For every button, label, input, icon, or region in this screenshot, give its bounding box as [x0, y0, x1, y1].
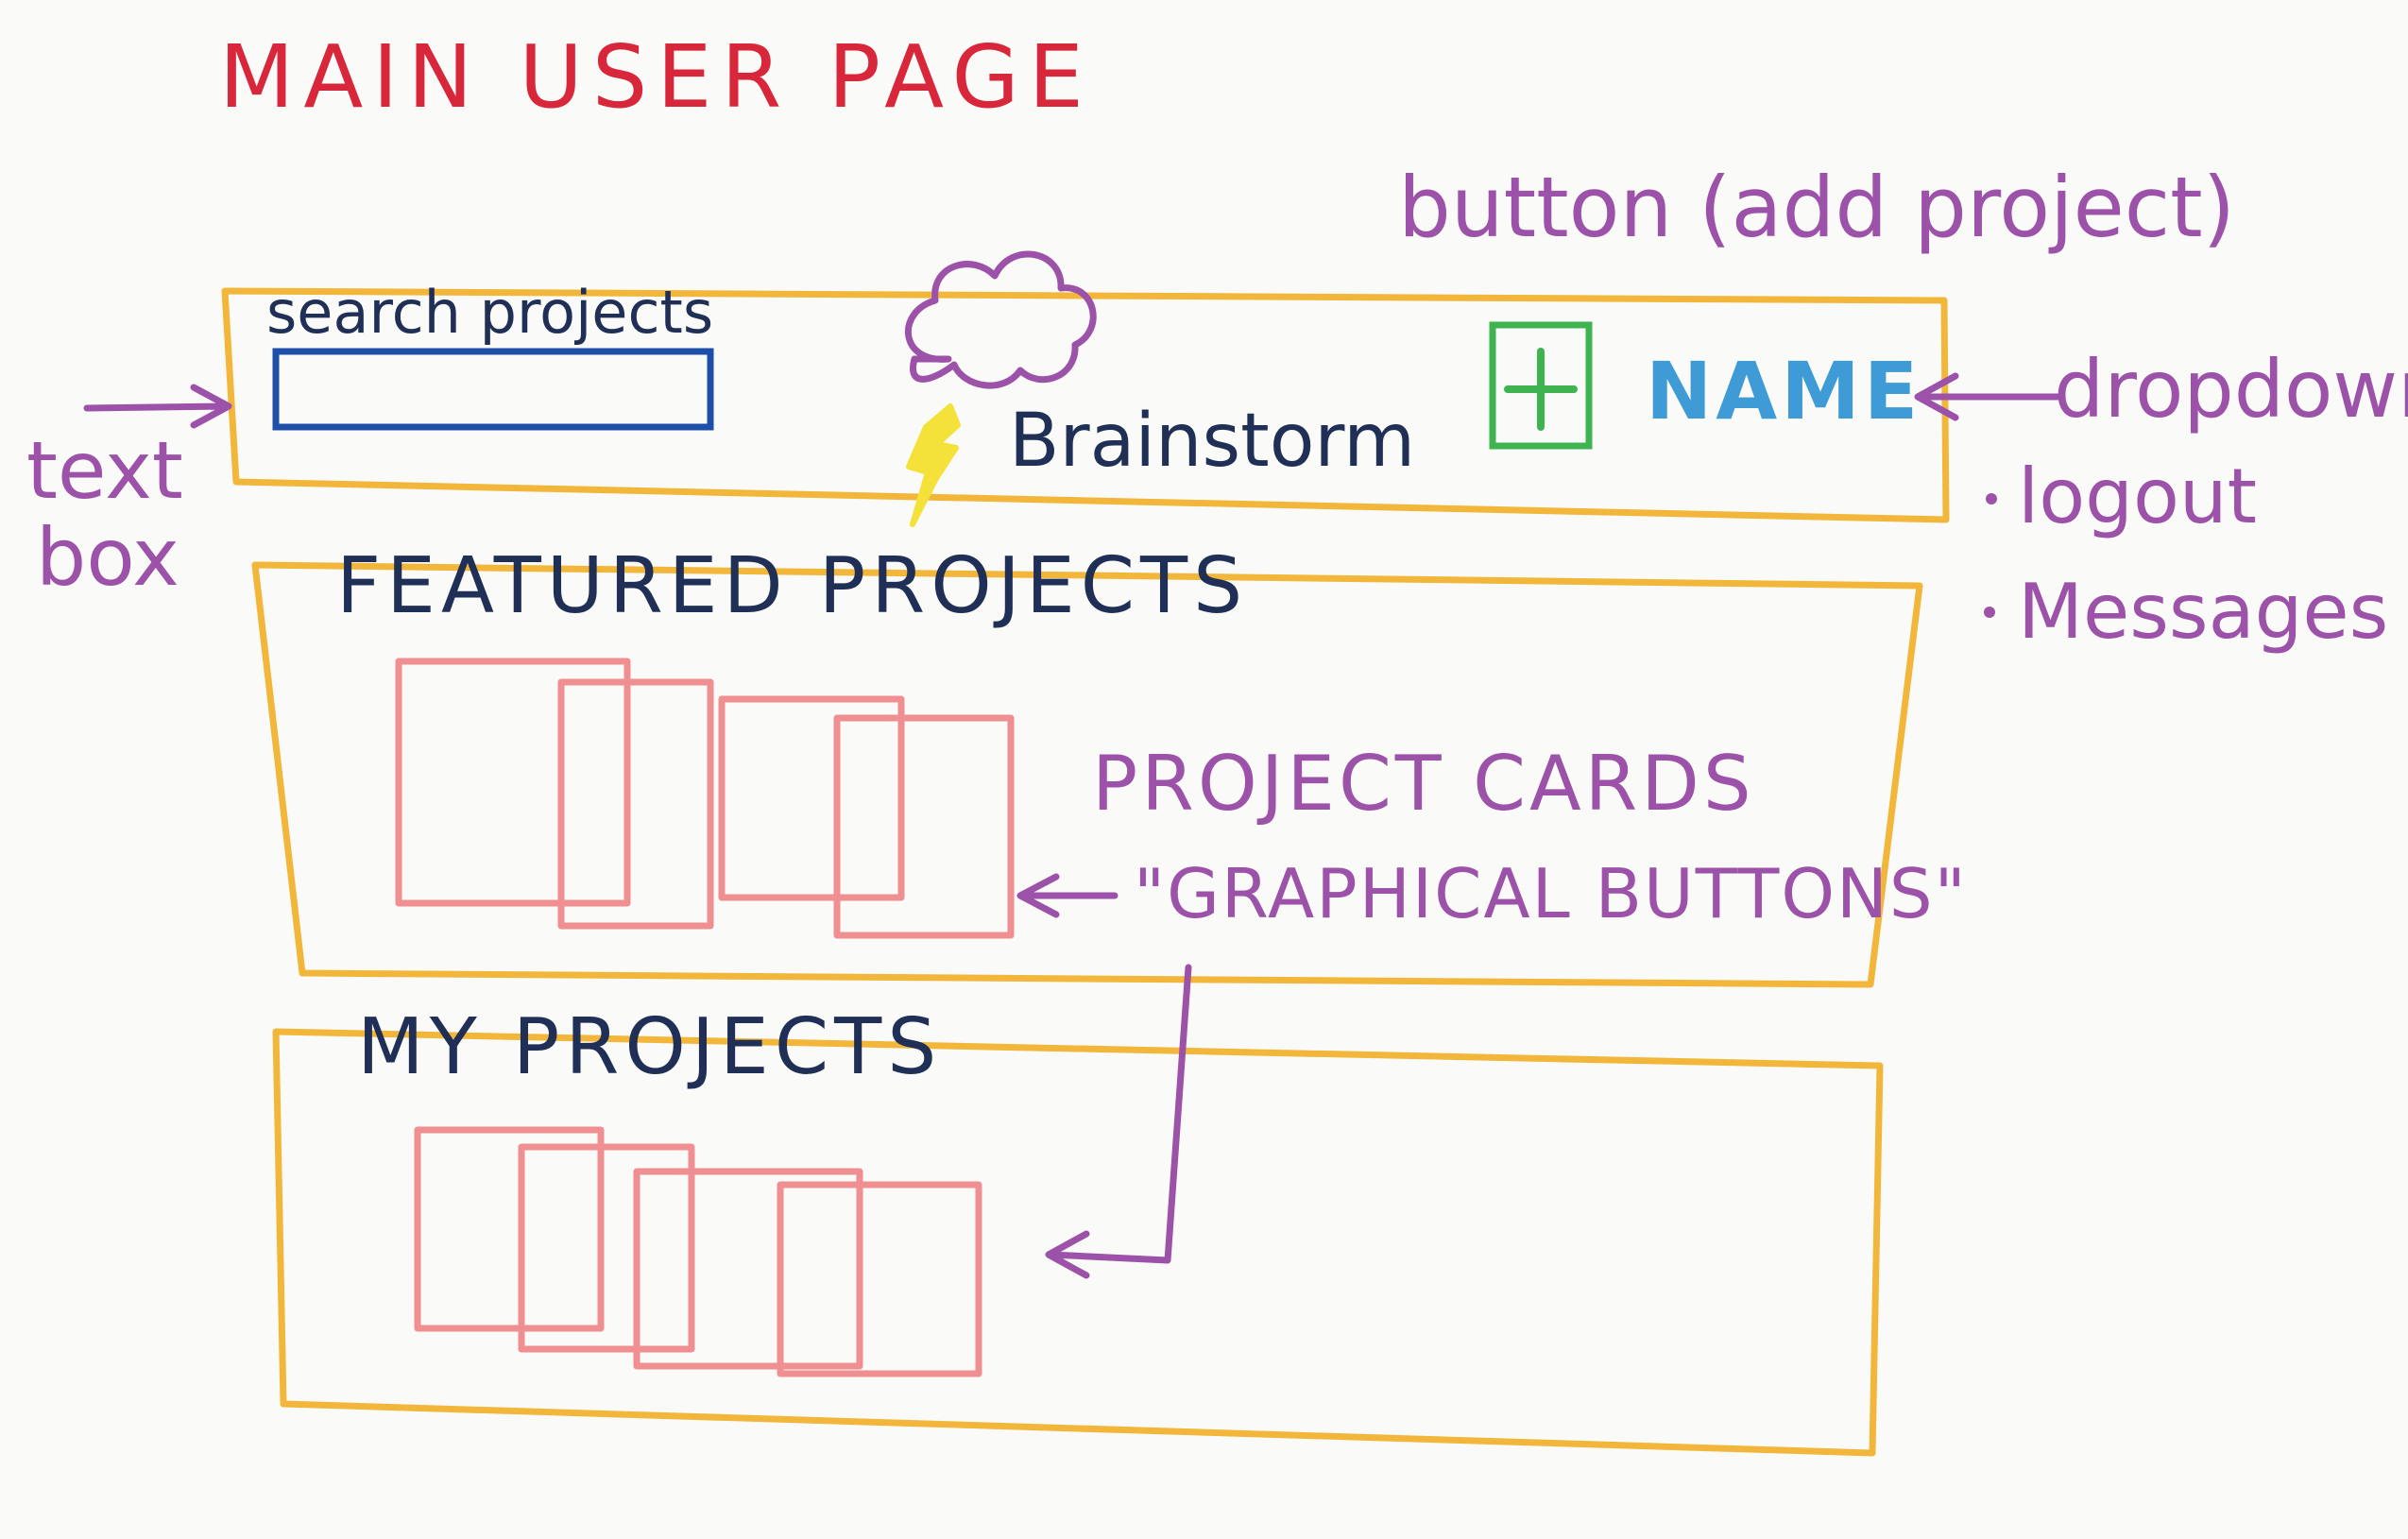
project-card[interactable] — [833, 714, 1015, 939]
arrow-icon — [1914, 372, 2061, 421]
project-card[interactable] — [557, 678, 714, 930]
user-name-dropdown[interactable]: NAME — [1646, 345, 1922, 437]
project-cards-annotation: PROJECT CARDS — [1092, 740, 1755, 828]
text-box-annotation-line1: text — [26, 424, 183, 517]
arrow-icon — [1016, 873, 1119, 918]
text-box-annotation-line2: box — [36, 511, 179, 604]
lightning-icon — [906, 403, 961, 527]
dropdown-item-logout: logout — [2018, 453, 2257, 540]
dropdown-annotation: dropdown — [2054, 343, 2408, 436]
search-input[interactable] — [272, 348, 714, 431]
project-card[interactable] — [518, 1143, 695, 1353]
add-button-annotation: button (add project) — [1398, 159, 2235, 256]
my-projects-title: MY PROJECTS — [357, 1002, 943, 1092]
add-project-button[interactable] — [1489, 321, 1593, 450]
arrow-icon — [1045, 964, 1192, 1279]
graphical-buttons-annotation: "GRAPHICAL BUTTONS" — [1134, 854, 1968, 933]
featured-projects-frame — [251, 561, 1923, 988]
my-projects-frame — [272, 1028, 1884, 1457]
project-card[interactable] — [777, 1181, 982, 1377]
featured-projects-title: FEATURED PROJECTS — [336, 541, 1249, 631]
header-bar — [221, 287, 1950, 523]
dropdown-item-messages: Messages — [2018, 568, 2389, 656]
search-label: search projects — [266, 278, 714, 347]
brand-name: Brainstorm — [1009, 399, 1416, 484]
plus-icon — [1504, 348, 1578, 431]
project-card[interactable] — [395, 658, 631, 907]
page-title: MAIN USER PAGE — [219, 26, 1093, 128]
arrow-icon — [83, 384, 232, 429]
project-card[interactable] — [414, 1126, 605, 1332]
project-card[interactable] — [633, 1168, 863, 1370]
cloud-icon — [904, 250, 1097, 389]
project-card[interactable] — [718, 695, 905, 901]
